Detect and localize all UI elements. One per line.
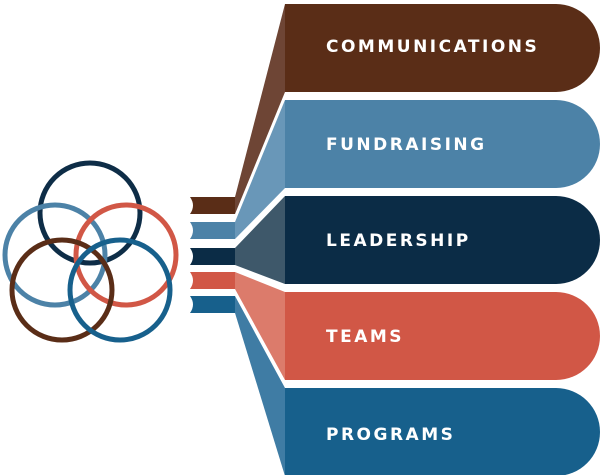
banner-label-programs: PROGRAMS — [326, 425, 455, 445]
banner-shape-fundraising — [285, 100, 600, 188]
banner-teams: TEAMS — [285, 292, 600, 380]
funnel-connectors — [235, 4, 285, 475]
banner-list: COMMUNICATIONS FUNDRAISING LEADERSHIP TE… — [285, 4, 600, 475]
funnel-stubs-left — [190, 197, 235, 313]
ring-right-red — [73, 202, 179, 308]
stub-fundraising — [190, 222, 235, 239]
stub-communications — [190, 197, 235, 214]
stub-programs — [190, 296, 235, 313]
banner-label-teams: TEAMS — [326, 327, 404, 347]
interlocking-rings — [2, 160, 179, 343]
banner-communications: COMMUNICATIONS — [285, 4, 600, 92]
banner-label-fundraising: FUNDRAISING — [326, 135, 487, 155]
stub-leadership — [190, 248, 235, 265]
stub-teams — [190, 272, 235, 289]
banner-label-communications: COMMUNICATIONS — [326, 37, 539, 57]
ring-bottom-brown — [9, 237, 115, 343]
banner-programs: PROGRAMS — [285, 388, 600, 475]
banner-shape-teams — [285, 292, 600, 380]
ring-left-blue — [2, 202, 108, 308]
connector-communications — [235, 4, 285, 214]
banner-shape-communications — [285, 4, 600, 92]
banner-shape-leadership — [285, 196, 600, 284]
connector-programs — [235, 296, 285, 475]
banner-fundraising: FUNDRAISING — [285, 100, 600, 188]
connector-fundraising — [235, 100, 285, 239]
banner-label-leadership: LEADERSHIP — [326, 231, 471, 251]
banner-leadership: LEADERSHIP — [285, 196, 600, 284]
connector-teams — [235, 272, 285, 380]
ring-bottom-teal — [67, 237, 173, 343]
banner-shape-programs — [285, 388, 600, 475]
connector-leadership — [235, 196, 285, 284]
ring-top-navy — [37, 160, 143, 266]
